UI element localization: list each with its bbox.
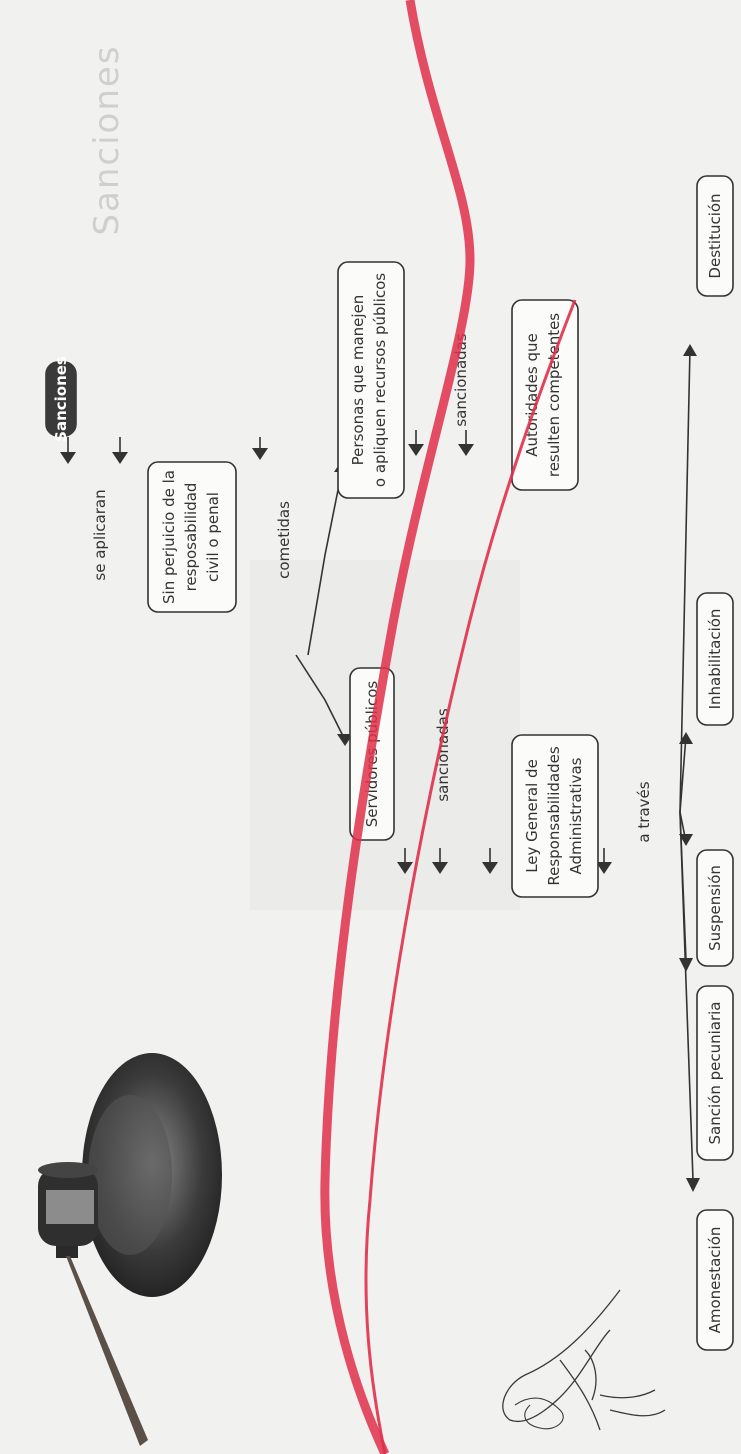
node-autoridades: Autoridades que resulten competentes — [511, 299, 579, 491]
svg-text:Destitución: Destitución — [706, 193, 724, 278]
svg-text:Sanciones: Sanciones — [87, 44, 127, 235]
svg-text:Responsabilidades: Responsabilidades — [545, 746, 563, 885]
node-sancion-pecuniaria: Sanción pecuniaria — [696, 985, 734, 1161]
link-a-traves: a través — [635, 781, 653, 842]
connectors — [60, 344, 700, 1192]
svg-text:Sin perjuicio de la: Sin perjuicio de la — [160, 470, 178, 604]
page-title: Sanciones — [87, 44, 127, 235]
svg-text:Suspensión: Suspensión — [706, 865, 724, 951]
link-cometidas: cometidas — [275, 501, 293, 579]
svg-text:se aplicaran: se aplicaran — [91, 489, 109, 580]
svg-text:civil o penal: civil o penal — [204, 492, 222, 582]
svg-text:Inhabilitación: Inhabilitación — [706, 609, 724, 710]
link-se-aplicaran: se aplicaran — [91, 489, 109, 580]
node-amonestacion: Amonestación — [696, 1209, 734, 1351]
svg-text:a través: a través — [635, 781, 653, 842]
node-destitucion: Destitución — [696, 175, 734, 297]
svg-text:cometidas: cometidas — [275, 501, 293, 579]
svg-text:Amonestación: Amonestación — [706, 1227, 724, 1334]
svg-text:o apliquen recursos públicos: o apliquen recursos públicos — [371, 273, 389, 487]
svg-text:Sanción pecuniaria: Sanción pecuniaria — [706, 1002, 724, 1145]
svg-text:Sanciones: Sanciones — [52, 356, 70, 442]
svg-text:Administrativas: Administrativas — [567, 757, 585, 874]
handwritten-signature — [502, 1289, 666, 1431]
link-sancionadas-bottom: sancionadas — [434, 708, 452, 802]
svg-text:Ley General de: Ley General de — [523, 759, 541, 873]
red-pen-annotation — [320, 0, 577, 1454]
svg-text:sancionadas: sancionadas — [434, 708, 452, 802]
node-personas: Personas que manejen o apliquen recursos… — [337, 261, 405, 499]
node-ley-general: Ley General de Responsabilidades Adminis… — [511, 734, 599, 898]
node-suspension: Suspensión — [696, 849, 734, 967]
svg-text:resulten competentes: resulten competentes — [545, 313, 563, 477]
svg-text:Personas que manejen: Personas que manejen — [349, 295, 367, 466]
node-sanciones: Sanciones — [45, 356, 77, 442]
gavel-icon — [38, 1053, 222, 1446]
svg-text:resposabilidad: resposabilidad — [182, 483, 200, 592]
node-sin-perjuicio: Sin perjuicio de la resposabilidad civil… — [147, 461, 237, 613]
node-inhabilitacion: Inhabilitación — [696, 592, 734, 726]
